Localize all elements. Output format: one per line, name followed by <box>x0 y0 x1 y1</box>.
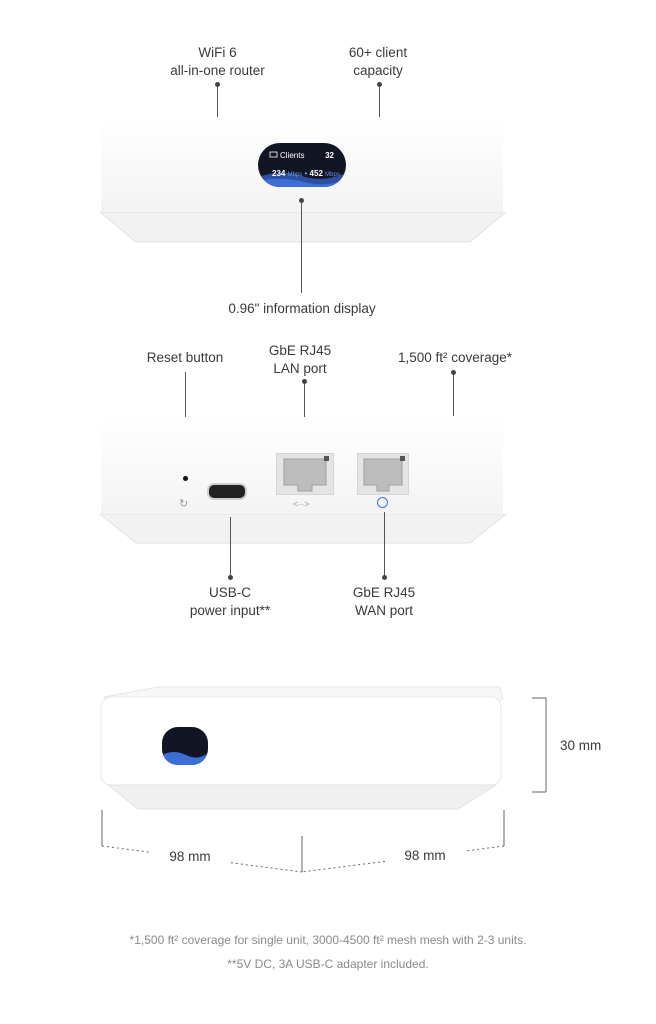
lan-label: GbE RJ45 LAN port <box>268 343 332 376</box>
capacity-pointer-dot <box>377 82 382 87</box>
screen-speeds: 234 Mbps • 452 Mbps <box>272 169 340 178</box>
width-left-label: 98 mm <box>150 848 230 866</box>
lan-icon: <··> <box>293 499 310 509</box>
reset-hole <box>183 476 188 481</box>
wan-port <box>357 453 409 495</box>
height-bracket <box>532 697 547 793</box>
capacity-pointer <box>379 84 380 118</box>
screen-count: 32 <box>325 151 334 160</box>
wan-pointer <box>384 512 385 577</box>
info-display-small <box>162 727 208 765</box>
lan-pointer-dot <box>302 379 307 384</box>
wifi-label: WiFi 6 all-in-one router <box>170 45 265 78</box>
usb-pointer-dot <box>228 575 233 580</box>
lan-port <box>276 453 334 495</box>
usb-c-port <box>207 483 247 500</box>
width-dimension <box>101 810 505 873</box>
height-label: 30 mm <box>560 738 602 753</box>
width-right-label: 98 mm <box>385 847 465 865</box>
footnote-power: **5V DC, 3A USB-C adapter included. <box>227 957 429 971</box>
display-label: 0.96" information display <box>228 301 376 316</box>
wifi-pointer-dot <box>215 82 220 87</box>
router-front-base <box>99 212 507 243</box>
reset-label: Reset button <box>146 350 224 365</box>
screen-up: 452 <box>309 169 323 178</box>
router-back-base <box>99 514 507 544</box>
coverage-pointer-dot <box>451 370 456 375</box>
screen-down-unit: Mbps <box>287 172 303 178</box>
wan-label: GbE RJ45 WAN port <box>352 585 416 618</box>
footnote-coverage: *1,500 ft² coverage for single unit, 300… <box>129 933 527 947</box>
usb-label: USB-C power input** <box>189 585 271 618</box>
reset-icon: ↻ <box>179 498 189 510</box>
info-display: Clients 32 234 Mbps • 452 Mbps <box>258 143 346 187</box>
coverage-label: 1,500 ft² coverage* <box>397 350 513 365</box>
coverage-pointer <box>453 372 454 416</box>
display-pointer-dot <box>299 198 304 203</box>
screen-down: 234 <box>272 169 286 178</box>
screen-title: Clients <box>280 151 305 160</box>
display-pointer <box>301 200 302 293</box>
wan-pointer-dot <box>382 575 387 580</box>
capacity-label: 60+ client capacity <box>348 45 408 78</box>
screen-up-unit: Mbps <box>325 172 340 178</box>
wifi-pointer <box>217 84 218 118</box>
globe-icon <box>377 497 388 508</box>
usb-pointer <box>230 517 231 577</box>
